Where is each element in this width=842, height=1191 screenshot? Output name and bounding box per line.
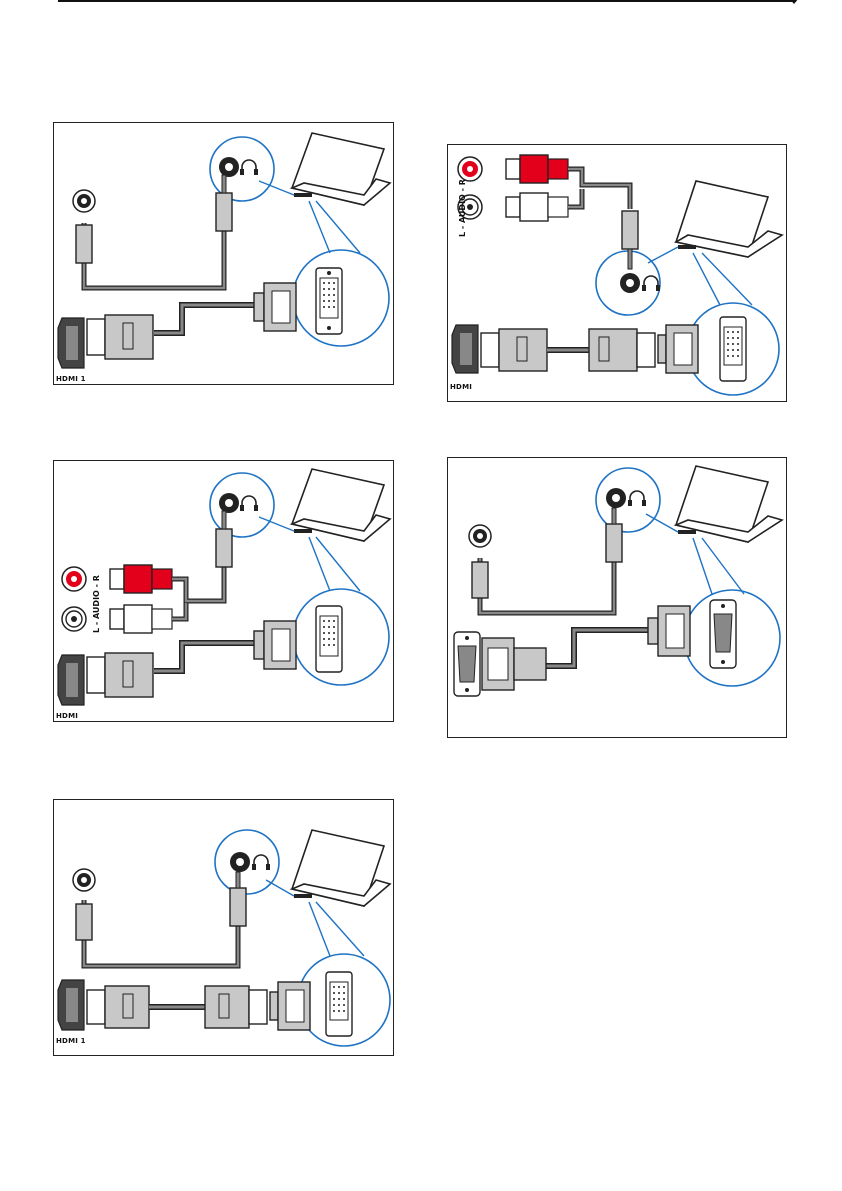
hdmi-label: HDMI (450, 383, 472, 391)
diagram-hdmi1-dvi-audio: HDMI 1 (53, 122, 394, 385)
audio-lr-label: L - AUDIO - R (458, 179, 467, 237)
laptop-icon (676, 466, 782, 542)
top-rule (58, 0, 796, 8)
hdmi-label: HDMI (56, 712, 78, 720)
laptop-icon (676, 181, 782, 257)
diagram-hdmi-dvi-audio-lr: L - AUDIO - R HDMI (447, 144, 787, 402)
laptop-icon (292, 469, 390, 541)
hdmi1-label: HDMI 1 (56, 375, 86, 383)
audio-lr-label: L - AUDIO - R (92, 575, 101, 633)
headphone-icon (644, 276, 658, 289)
laptop-icon (292, 133, 390, 205)
diagram-vga-audio (447, 457, 787, 738)
hdmi1-label: HDMI 1 (56, 1037, 86, 1045)
diagram-hdmi-dvi-audio-lr-2: L - AUDIO - R HDMI (53, 460, 394, 722)
headphone-icon (242, 496, 256, 509)
headphone-icon (630, 491, 644, 504)
diagram-hdmi1-hdmi-dvi-audio: HDMI 1 (53, 799, 394, 1056)
headphone-icon (242, 160, 256, 173)
headphone-icon (254, 855, 268, 868)
laptop-icon (292, 830, 390, 906)
